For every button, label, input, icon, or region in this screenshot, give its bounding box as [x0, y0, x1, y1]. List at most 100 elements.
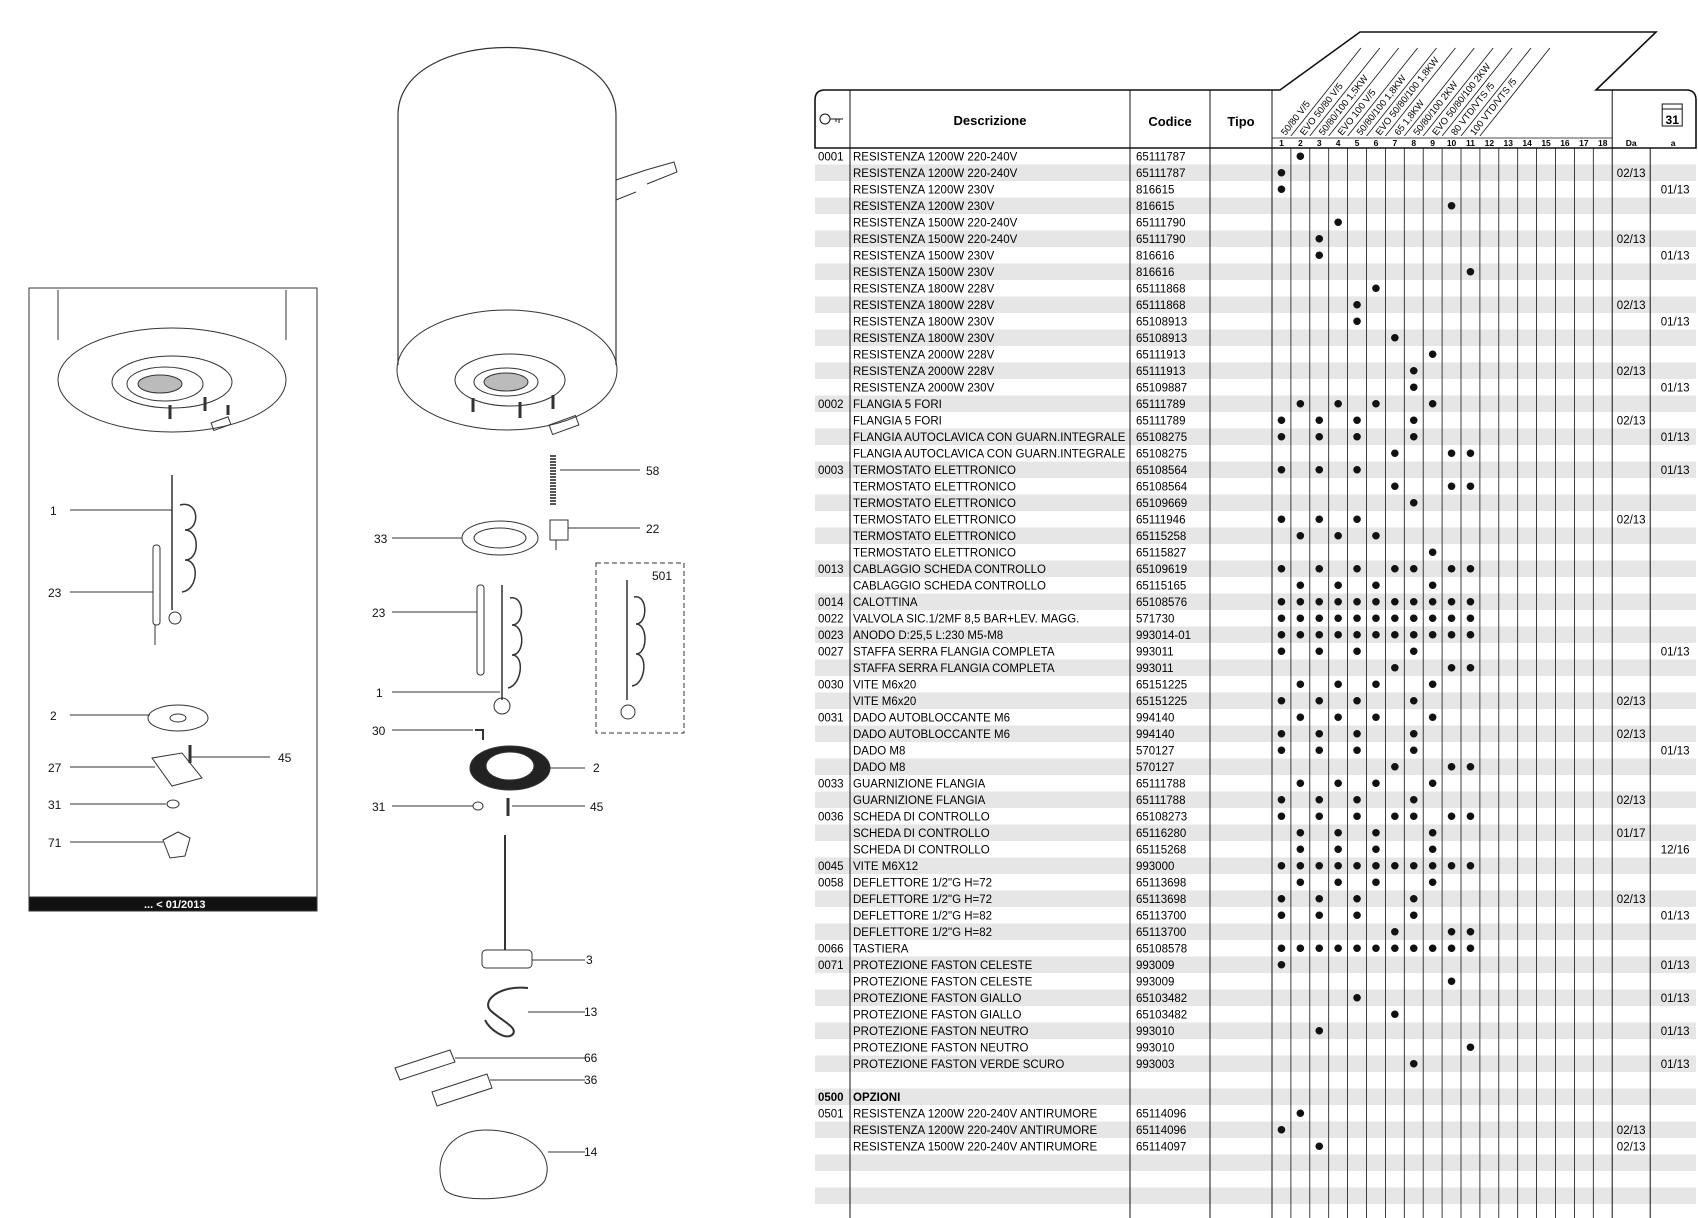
applicability-dot: [1409, 564, 1418, 573]
header-tipo: Tipo: [1227, 114, 1254, 129]
model-guide: [1366, 47, 1437, 137]
applicability-dot: [1334, 581, 1342, 590]
row-code: 65108578: [1136, 944, 1187, 956]
row-pos: 0031: [818, 713, 844, 725]
row-pos: 0033: [818, 779, 844, 791]
applicability-dot: [1277, 564, 1286, 573]
col-number-6: 6: [1374, 138, 1379, 148]
model-guide: [1328, 47, 1400, 137]
row-shade: [815, 659, 1696, 676]
applicability-dot: [1315, 251, 1324, 260]
row-code: 65108564: [1136, 465, 1188, 477]
callout-inset-23: 23: [48, 586, 62, 600]
row-desc: SCHEDA DI CONTROLLO: [853, 812, 990, 824]
applicability-dot: [1372, 878, 1380, 887]
applicability-dot: [1447, 977, 1456, 986]
applicability-dot: [1391, 482, 1399, 491]
applicability-dot: [1409, 746, 1418, 755]
row-desc: ANODO D:25,5 L:230 M5-M8: [853, 630, 1003, 642]
applicability-dot: [1315, 746, 1324, 755]
row-desc: PROTEZIONE FASTON GIALLO: [853, 993, 1022, 1005]
row-code: 570127: [1136, 746, 1174, 758]
header-a: a: [1671, 138, 1676, 148]
row-code: 816615: [1136, 201, 1174, 213]
applicability-dot: [1334, 713, 1342, 722]
row-desc: RESISTENZA 1800W 228V: [853, 284, 995, 296]
applicability-dot: [1409, 432, 1418, 441]
row-code: 65115268: [1136, 845, 1186, 857]
callout-inset-71: 71: [48, 836, 62, 850]
row-desc: TASTIERA: [853, 944, 909, 956]
inset-tank-bottom: [57, 327, 287, 433]
part-66: [394, 1049, 456, 1081]
row-pos: 0071: [818, 960, 844, 972]
applicability-dot: [1315, 911, 1324, 920]
inset-footer-bar: [28, 896, 318, 912]
drawings-svg: 1 23 2 27 45 31 71 ... < 01/2013 58 33 2…: [28, 46, 685, 1200]
row-code: 65111789: [1136, 399, 1185, 411]
applicability-dot: [1466, 861, 1475, 870]
row-code: 993009: [1136, 977, 1174, 989]
applicability-dot: [1391, 564, 1399, 573]
applicability-dot: [1315, 861, 1324, 870]
applicability-dot: [1334, 614, 1342, 623]
calendar-day: 31: [1666, 113, 1680, 127]
row-desc: DEFLETTORE 1/2"G H=72: [853, 878, 992, 890]
applicability-dot: [1277, 746, 1286, 755]
row-code: 65111868: [1136, 300, 1185, 312]
col-number-12: 12: [1485, 138, 1495, 148]
row-code: 993009: [1136, 960, 1174, 972]
row-code: 994140: [1136, 713, 1174, 725]
row-code: 65113700: [1136, 927, 1186, 939]
row-desc: TERMOSTATO ELETTRONICO: [853, 465, 1016, 477]
col-number-1: 1: [1279, 138, 1284, 148]
applicability-dot: [1391, 614, 1399, 623]
applicability-dot: [1372, 680, 1380, 689]
row-a: 01/13: [1661, 993, 1690, 1005]
row-desc: SCHEDA DI CONTROLLO: [853, 828, 990, 840]
applicability-dot: [1315, 1026, 1324, 1035]
applicability-dot: [1409, 614, 1418, 623]
row-pos: 0500: [818, 1092, 844, 1104]
row-da: 02/13: [1617, 795, 1646, 807]
row-code: 65111788: [1136, 779, 1185, 791]
applicability-dot: [1391, 1010, 1399, 1019]
row-a: 01/13: [1661, 960, 1690, 972]
row-desc: PROTEZIONE FASTON NEUTRO: [853, 1026, 1029, 1038]
row-pos: 0030: [818, 680, 844, 692]
row-da: 02/13: [1617, 1142, 1646, 1154]
row-shade: [815, 593, 1696, 610]
applicability-dot: [1409, 416, 1418, 425]
row-desc: TERMOSTATO ELETTRONICO: [853, 548, 1016, 560]
applicability-dot: [1428, 399, 1437, 408]
row-shade: [815, 461, 1696, 478]
model-guide: [1479, 47, 1551, 137]
row-desc: RESISTENZA 1500W 230V: [853, 267, 995, 279]
row-desc: RESISTENZA 1200W 220-240V: [853, 152, 1018, 164]
applicability-dot: [1391, 663, 1399, 672]
applicability-dot: [1372, 845, 1380, 854]
header-codice: Codice: [1148, 114, 1191, 129]
row-desc: DEFLETTORE 1/2"G H=82: [853, 911, 992, 923]
row-shade: [815, 296, 1696, 313]
row-code: 65115258: [1136, 531, 1186, 543]
row-shade: [815, 890, 1696, 907]
applicability-dot: [1466, 597, 1475, 606]
row-shade: [815, 197, 1696, 214]
row-desc: TERMOSTATO ELETTRONICO: [853, 515, 1016, 527]
applicability-dot: [1296, 581, 1305, 590]
callout-3: 3: [586, 953, 593, 967]
col-number-18: 18: [1598, 138, 1608, 148]
row-shade: [815, 362, 1696, 379]
row-da: 02/13: [1617, 366, 1646, 378]
applicability-dot: [1315, 812, 1324, 821]
row-desc: RESISTENZA 2000W 228V: [853, 350, 995, 362]
applicability-dot: [1277, 416, 1286, 425]
applicability-dot: [1277, 647, 1286, 656]
row-shade: [815, 230, 1696, 247]
row-desc: RESISTENZA 1800W 230V: [853, 317, 995, 329]
row-code: 65114096: [1136, 1109, 1186, 1121]
col-number-17: 17: [1579, 138, 1589, 148]
row-desc: DADO M8: [853, 746, 905, 758]
